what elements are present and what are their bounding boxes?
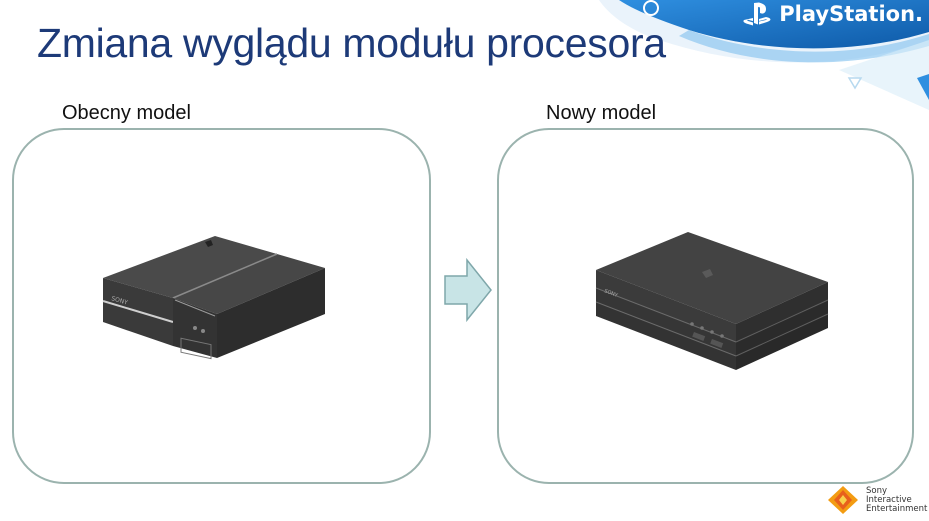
current-model-label: Obecny model [62,102,191,124]
playstation-logo-icon [743,2,771,26]
playstation-logo: PlayStation. [743,2,923,26]
new-model-panel [497,128,914,484]
new-model-label: Nowy model [546,102,657,124]
sony-interactive-entertainment-logo-icon [828,486,858,514]
playstation-wordmark: PlayStation. [779,2,923,26]
svg-text:SONY: SONY [110,295,128,306]
current-model-panel [12,128,431,484]
sie-wordmark: Sony Interactive Entertainment [866,485,928,514]
right-arrow-icon [444,258,492,322]
current-console-image: SONY [102,236,325,360]
new-console-image: SONY [595,232,829,370]
sie-line-2: Interactive [866,494,912,505]
slide-title: Zmiana wyglądu modułu procesora [37,20,666,66]
playstation-banner [599,0,929,110]
svg-text:SONY: SONY [603,288,619,299]
sie-line-3: Entertainment [866,503,928,514]
sie-logo: Sony Interactive Entertainment [826,484,927,516]
sie-line-1: Sony [866,485,888,496]
